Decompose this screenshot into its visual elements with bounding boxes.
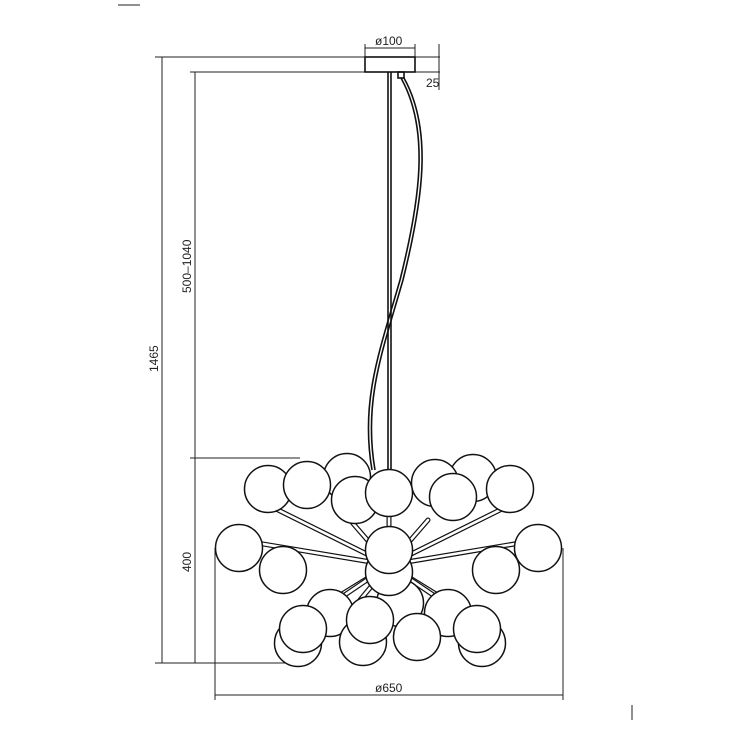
canopy-height-label: 25 <box>426 76 440 90</box>
glass-globe <box>364 525 414 575</box>
lamp-arm <box>237 538 391 567</box>
power-cable <box>370 77 423 471</box>
glass-globe <box>258 545 308 595</box>
body-diameter-label: ø650 <box>375 681 403 695</box>
suspension-range-label: 500–1040 <box>180 239 194 293</box>
canopy-height-dimension: 25 <box>426 44 440 90</box>
glass-globe <box>428 472 478 522</box>
glass-globe <box>278 604 328 654</box>
canopy-diameter-dimension: ø100 <box>364 34 416 57</box>
glass-globe <box>485 464 535 514</box>
total-height-dimension: 1465 <box>147 57 163 663</box>
glass-globe <box>345 595 395 645</box>
chandelier-body <box>214 452 563 668</box>
total-height-label: 1465 <box>147 345 161 372</box>
cable-clamp <box>397 71 405 79</box>
glass-globe <box>214 523 264 573</box>
glass-globe <box>452 604 502 654</box>
glass-globe <box>513 523 563 573</box>
body-height-dimension: 400 <box>155 552 300 664</box>
glass-globe <box>282 460 332 510</box>
body-height-label: 400 <box>180 552 194 572</box>
power-cable <box>367 77 420 471</box>
glass-globe <box>471 545 521 595</box>
lamp-arm <box>387 538 540 567</box>
suspension-range-dimension: 500–1040 <box>180 72 300 663</box>
glass-globe <box>392 612 442 662</box>
canopy-diameter-label: ø100 <box>375 34 403 48</box>
body-diameter-dimension: ø650 <box>214 548 564 700</box>
glass-globe <box>364 468 414 518</box>
canopy <box>364 56 416 73</box>
